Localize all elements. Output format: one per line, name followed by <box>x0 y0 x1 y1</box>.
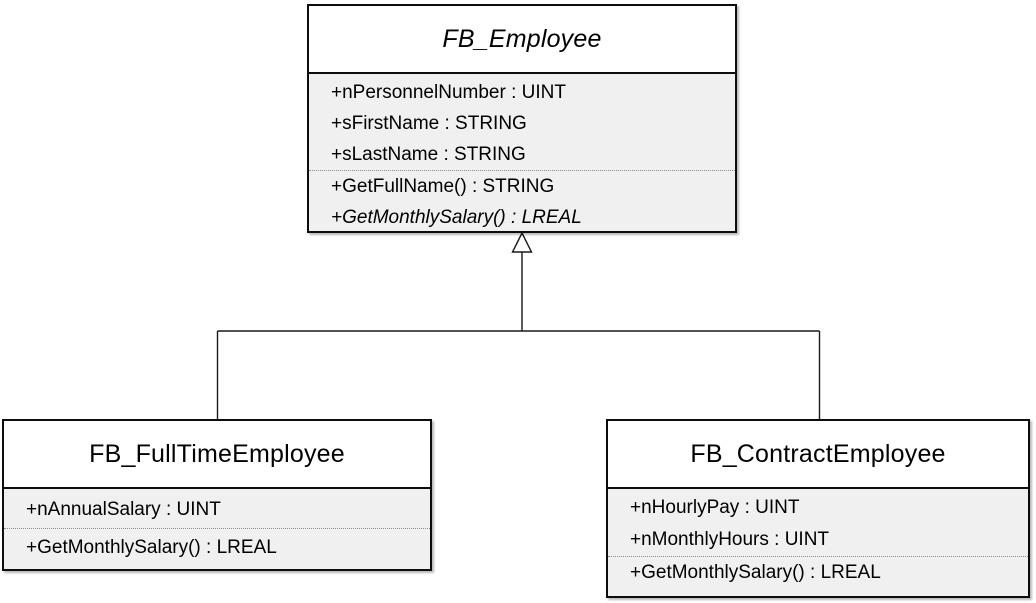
attribute-section: +nHourlyPay : UINT +nMonthlyHours : UINT <box>608 489 1028 556</box>
method-section: +GetMonthlySalary() : LREAL <box>4 529 430 569</box>
attribute-row: +nPersonnelNumber : UINT <box>331 82 566 103</box>
attribute-row: +sFirstName : STRING <box>331 113 527 134</box>
attribute-method-divider <box>309 170 735 171</box>
method-row-abstract: +GetMonthlySalary() : LREAL <box>331 207 582 228</box>
class-box-fb-contractemployee: FB_ContractEmployee +nHourlyPay : UINT +… <box>606 419 1030 598</box>
attribute-method-divider <box>608 556 1028 557</box>
class-box-fb-employee: FB_Employee +nPersonnelNumber : UINT +sF… <box>307 4 737 233</box>
class-title-fb-fulltimeemployee: FB_FullTimeEmployee <box>4 421 430 489</box>
attribute-row: +nMonthlyHours : UINT <box>630 529 830 550</box>
method-row: +GetFullName() : STRING <box>331 176 555 197</box>
method-row: +GetMonthlySalary() : LREAL <box>630 562 881 583</box>
class-members-fb-fulltimeemployee: +nAnnualSalary : UINT +GetMonthlySalary(… <box>4 489 430 569</box>
method-row: +GetMonthlySalary() : LREAL <box>26 537 277 558</box>
attribute-section: +nPersonnelNumber : UINT +sFirstName : S… <box>309 74 735 170</box>
method-section: +GetMonthlySalary() : LREAL <box>608 557 1028 596</box>
inheritance-triangle-icon <box>511 231 533 253</box>
attribute-section: +nAnnualSalary : UINT <box>4 489 430 528</box>
class-title-fb-employee: FB_Employee <box>309 6 735 74</box>
attribute-row: +nHourlyPay : UINT <box>630 497 800 518</box>
attribute-row: +nAnnualSalary : UINT <box>26 499 221 520</box>
attribute-method-divider <box>4 528 430 529</box>
attribute-row: +sLastName : STRING <box>331 144 526 165</box>
class-title-fb-contractemployee: FB_ContractEmployee <box>608 421 1028 489</box>
class-box-fb-fulltimeemployee: FB_FullTimeEmployee +nAnnualSalary : UIN… <box>2 419 432 571</box>
method-section: +GetFullName() : STRING +GetMonthlySalar… <box>309 171 735 231</box>
class-members-fb-employee: +nPersonnelNumber : UINT +sFirstName : S… <box>309 74 735 231</box>
class-members-fb-contractemployee: +nHourlyPay : UINT +nMonthlyHours : UINT… <box>608 489 1028 596</box>
